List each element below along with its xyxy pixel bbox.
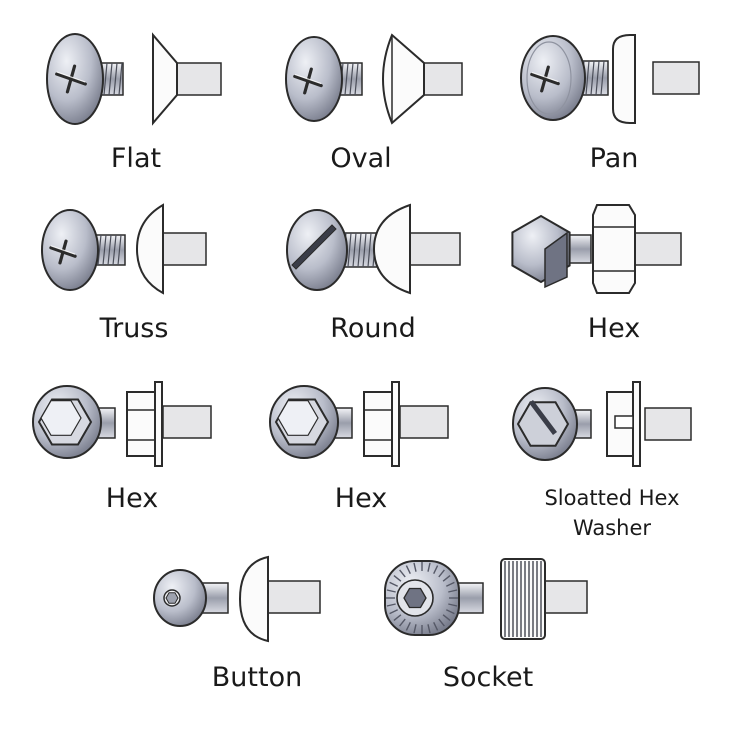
slotted-hex-washer-head-icon <box>512 381 692 467</box>
round-head-icon <box>286 203 461 295</box>
hex-washer-head-icon <box>32 381 212 467</box>
truss-head-icon <box>41 203 207 295</box>
fastener-oval: Oval <box>262 25 492 195</box>
fastener-pan: Pan <box>505 25 735 195</box>
fastener-truss: Truss <box>25 195 255 365</box>
fastener-label-line: Washer <box>572 516 652 540</box>
fastener-socket: Socket <box>375 545 605 715</box>
fastener-round: Round <box>262 195 492 365</box>
fastener-label: Pan <box>499 143 729 174</box>
fastener-hex-flange: Hex <box>25 370 255 540</box>
fastener-label-line: Hex <box>105 483 159 514</box>
flat-head-icon <box>46 32 222 126</box>
fastener-hex-flange-2: Hex <box>262 370 492 540</box>
fastener-label-line: Hex <box>587 313 641 344</box>
fastener-label: Hex <box>246 483 476 514</box>
fastener-label: Flat <box>21 143 251 174</box>
fastener-label-line: Truss <box>99 313 169 344</box>
fastener-label: Hex <box>499 313 729 344</box>
fastener-label-line: Flat <box>110 143 162 174</box>
fastener-label: Round <box>258 313 488 344</box>
hex-flange-head-icon <box>269 381 449 467</box>
fastener-label: Truss <box>19 313 249 344</box>
fastener-label-line: Sloatted Hex <box>544 486 680 510</box>
socket-head-icon <box>384 558 588 640</box>
fastener-button: Button <box>140 545 370 715</box>
pan-head-icon <box>520 34 700 124</box>
fastener-hex: Hex <box>505 195 735 365</box>
hex-head-icon <box>511 204 682 294</box>
fastener-flat: Flat <box>25 25 255 195</box>
fastener-label-line: Hex <box>334 483 388 514</box>
oval-head-icon <box>285 33 463 125</box>
fastener-label-line: Button <box>211 662 303 693</box>
fastener-label: Socket <box>373 662 603 693</box>
fastener-label-line: Oval <box>330 143 392 174</box>
fastener-label: Button <box>142 662 372 693</box>
fastener-label-line: Round <box>330 313 416 344</box>
fastener-label-line: Socket <box>442 662 534 693</box>
fastener-label: Hex <box>17 483 247 514</box>
button-head-icon <box>153 555 321 643</box>
fastener-label: Oval <box>246 143 476 174</box>
fastener-label-line: Pan <box>589 143 639 174</box>
